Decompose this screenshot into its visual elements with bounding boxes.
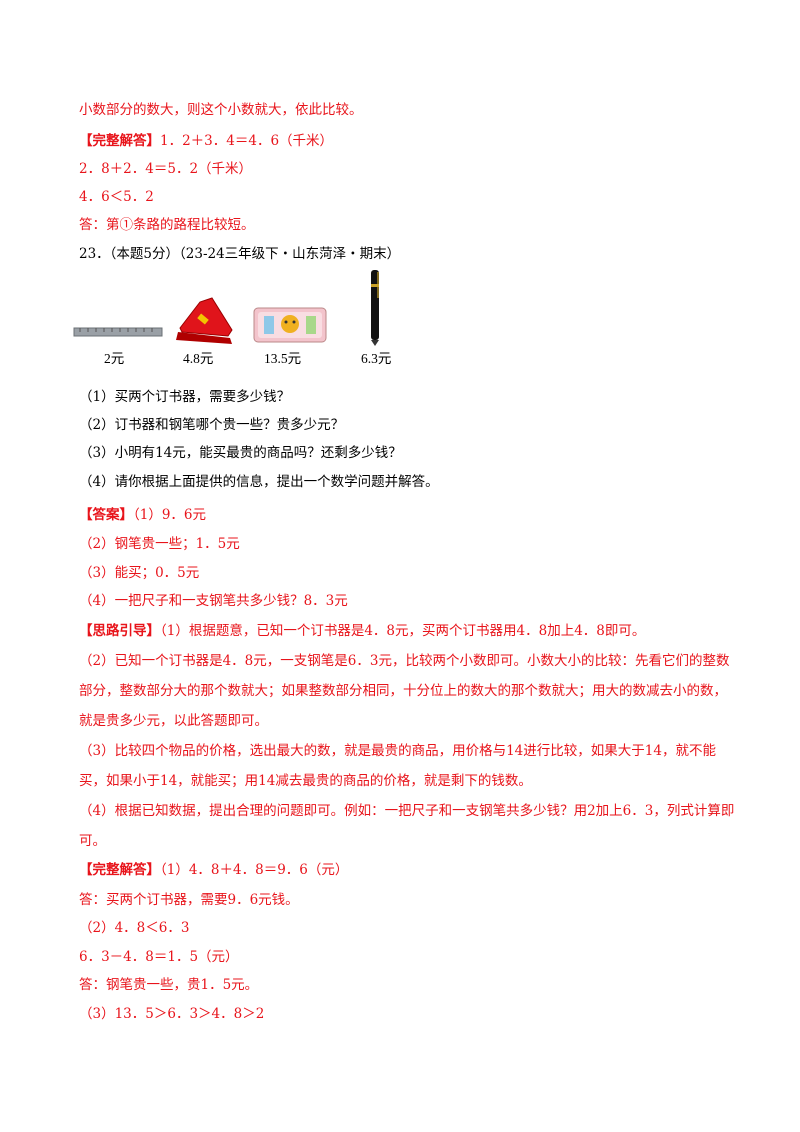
- sub-question-3: （3）小明有14元，能买最贵的商品吗？还剩多少钱？: [79, 445, 402, 461]
- answer-4: （4）一把尺子和一支钢笔共多少钱？8．3元: [79, 593, 348, 609]
- complete-answer-tag: 【完整解答】: [79, 133, 160, 149]
- solution-line: 【完整解答】1．2＋3．4＝4．6（千米）: [79, 131, 333, 151]
- price-pen: 6.3元: [361, 351, 392, 366]
- item-row: 2元 4.8元 13.5元 6.3元: [70, 270, 410, 370]
- answer-3: （3）能买；0．5元: [79, 565, 200, 581]
- hint-1: （1）根据题意，已知一个订书器是4．8元，买两个订书器用4．8加上4．8即可。: [160, 623, 646, 639]
- text-line: 答：第①条路的路程比较短。: [79, 217, 255, 233]
- sub-question-1: （1）买两个订书器，需要多少钱？: [79, 389, 291, 405]
- text-line: 4．6＜5．2: [79, 189, 154, 205]
- solution-text: 1．2＋3．4＝4．6（千米）: [160, 133, 334, 149]
- pen-item: [360, 268, 390, 352]
- pen-image: [371, 270, 379, 346]
- hint-3: （3）比较四个物品的价格，选出最大的数，就是最贵的商品，用价格与14进行比较，如…: [79, 743, 716, 789]
- solution-5: 答：钢笔贵一些，贵1．5元。: [79, 977, 259, 993]
- complete-answer-tag-2: 【完整解答】: [79, 862, 160, 878]
- solution-line-1: 【完整解答】（1）4．8＋4．8＝9．6（元）: [79, 860, 348, 880]
- answer-tag: 【答案】: [79, 507, 133, 523]
- solution-2: 答：买两个订书器，需要9．6元钱。: [79, 892, 299, 908]
- answer-2: （2）钢笔贵一些；1．5元: [79, 536, 240, 552]
- pencil-box-item: [250, 290, 330, 350]
- ruler-image: [73, 327, 162, 337]
- hint-4: （4）根据已知数据，提出合理的问题即可。例如：一把尺子和一支钢笔共多少钱？用2加…: [79, 803, 735, 849]
- sub-question-4: （4）请你根据上面提供的信息，提出一个数学问题并解答。: [79, 474, 439, 490]
- question-header: 23．（本题5分）（23-24三年级下・山东菏泽・期末）: [79, 246, 401, 262]
- stapler-image: [176, 297, 233, 344]
- solution-4: 6．3－4．8＝1．5（元）: [79, 949, 239, 965]
- text-line: 2．8＋2．4＝5．2（千米）: [79, 161, 253, 177]
- price-pencil-box: 13.5元: [264, 351, 302, 366]
- solution-3: （2）4．8＜6．3: [79, 920, 190, 936]
- answer-line: 【答案】（1）9．6元: [79, 505, 206, 525]
- price-ruler: 2元: [104, 351, 125, 366]
- pencil-box-image: [253, 307, 327, 343]
- hint-2: （2）已知一个订书器是4．8元，一支钢笔是6．3元，比较两个小数即可。小数大小的…: [79, 653, 730, 729]
- stapler-item: [170, 290, 240, 350]
- text-line: 小数部分的数大，则这个小数就大，依此比较。: [79, 102, 363, 118]
- solution-1: （1）4．8＋4．8＝9．6（元）: [160, 862, 349, 878]
- ruler-item: [70, 290, 165, 354]
- answer-1: （1）9．6元: [133, 507, 207, 523]
- hint-tag: 【思路引导】: [79, 623, 160, 639]
- hint-line: 【思路引导】（1）根据题意，已知一个订书器是4．8元，买两个订书器用4．8加上4…: [79, 621, 645, 641]
- price-stapler: 4.8元: [183, 351, 214, 366]
- solution-6: （3）13．5＞6．3＞4．8＞2: [79, 1006, 265, 1022]
- sub-question-2: （2）订书器和钢笔哪个贵一些？贵多少元？: [79, 417, 345, 433]
